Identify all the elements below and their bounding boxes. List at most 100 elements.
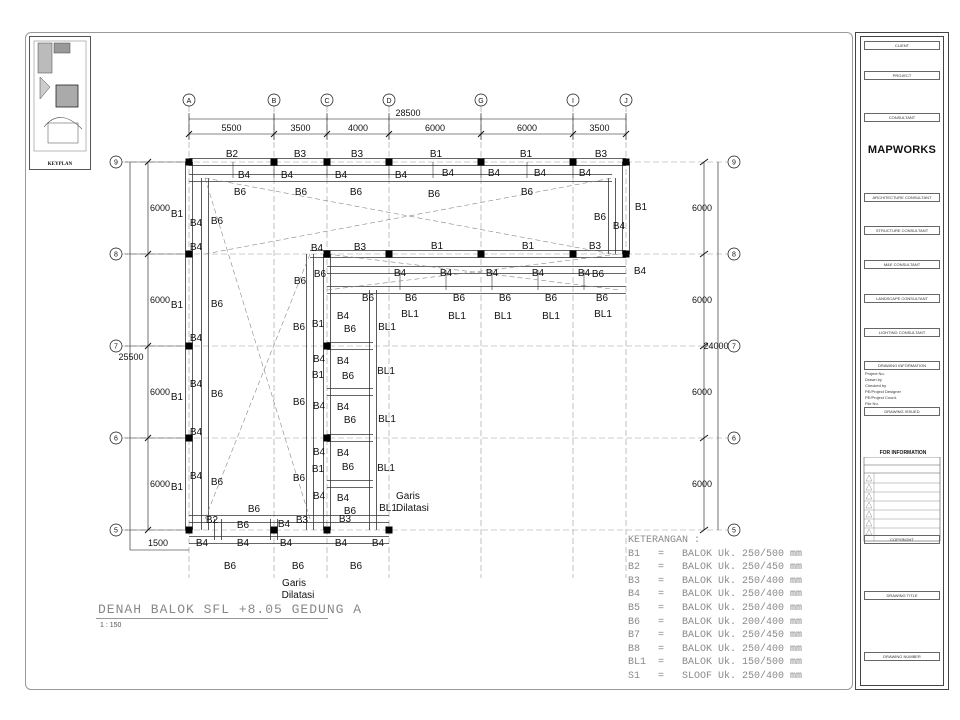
garis-label-bottom: Garis bbox=[282, 578, 306, 589]
beam-label: B6 bbox=[211, 299, 224, 310]
beam-label: B6 bbox=[211, 389, 224, 400]
beam-label: B1 bbox=[312, 370, 325, 381]
structural-column bbox=[185, 434, 193, 442]
tb-drawing-issued: DRAWING ISSUED bbox=[864, 407, 940, 416]
grid-bubble-col bbox=[382, 93, 396, 107]
grid-label-col: A bbox=[187, 98, 192, 105]
structural-column bbox=[622, 250, 630, 258]
beam-label: B6 bbox=[294, 276, 307, 287]
structural-column bbox=[185, 526, 193, 534]
beam-label: B6 bbox=[224, 561, 237, 572]
dim-total-top: 28500 bbox=[395, 108, 420, 118]
grid-bubble-row-left bbox=[109, 523, 123, 537]
grid-bubble-col bbox=[619, 93, 633, 107]
grid-label-row-left: 9 bbox=[114, 160, 118, 167]
dim-top-segment: 4000 bbox=[348, 123, 368, 133]
tb-info-row: PE/Project Coord. bbox=[865, 395, 898, 400]
structural-column bbox=[185, 342, 193, 350]
beam-label: B3 bbox=[595, 149, 608, 160]
beam-label: B4 bbox=[190, 218, 203, 229]
beam-label: B4 bbox=[278, 519, 291, 530]
grid-bubble-row-left bbox=[109, 247, 123, 261]
beam-label: BL1 bbox=[494, 311, 512, 322]
structural-column bbox=[622, 158, 630, 166]
grid-label-col: J bbox=[624, 98, 628, 105]
dim-top-segment: 6000 bbox=[425, 123, 445, 133]
brand-logo: MAPWORKS bbox=[867, 144, 937, 156]
grid-label-col: B bbox=[272, 98, 277, 105]
structural-column bbox=[385, 526, 393, 534]
tb-info-row: PE/Project Designer bbox=[865, 389, 902, 394]
beam-label: B4 bbox=[196, 538, 209, 549]
beam-label: B6 bbox=[234, 187, 247, 198]
structural-column bbox=[323, 526, 331, 534]
structural-column bbox=[270, 526, 278, 534]
beam-label: B4 bbox=[372, 538, 385, 549]
beam-label: B4 bbox=[337, 356, 350, 367]
dim-slash bbox=[477, 130, 485, 138]
structural-column bbox=[385, 158, 393, 166]
grid-bubble-row-right bbox=[727, 523, 741, 537]
grid-label-col: D bbox=[386, 98, 391, 105]
dim-total-right: 24000 bbox=[703, 341, 728, 351]
bracing-line bbox=[204, 177, 613, 255]
grid-bubble-col bbox=[566, 93, 580, 107]
grid-label-col: I bbox=[572, 98, 574, 105]
tb-lighting: LIGHTING CONSULTANT bbox=[864, 328, 940, 337]
legend-row: B1 = BALOK Uk. 250/500 mm bbox=[628, 548, 803, 560]
plan-title: DENAH BALOK SFL +8.05 GEDUNG A bbox=[98, 602, 363, 617]
beam-label: B4 bbox=[395, 170, 408, 181]
beam-label: B4 bbox=[578, 268, 591, 279]
tb-copyright: COPYRIGHT bbox=[864, 535, 940, 544]
beam-label: B6 bbox=[293, 322, 306, 333]
beam-label: B1 bbox=[312, 319, 325, 330]
beam-label: B4 bbox=[394, 268, 407, 279]
keyplan-label: KEYPLAN bbox=[47, 162, 73, 167]
drawing-sheet-border bbox=[25, 32, 853, 690]
dim-slash bbox=[385, 130, 393, 138]
dim-slash bbox=[569, 130, 577, 138]
dim-slash-right bbox=[699, 434, 709, 442]
beam-label: B6 bbox=[350, 187, 363, 198]
tb-info-row: Project No. bbox=[865, 371, 885, 376]
beam-label: B1 bbox=[431, 241, 444, 252]
beam-label: B6 bbox=[545, 293, 558, 304]
grid-bubble-col bbox=[474, 93, 488, 107]
beam-label: B3 bbox=[351, 149, 364, 160]
grid-label-row-right: 9 bbox=[732, 160, 736, 167]
structural-column bbox=[185, 158, 193, 166]
legend-row: B4 = BALOK Uk. 250/400 mm bbox=[628, 589, 803, 601]
beam-label: B4 bbox=[634, 266, 647, 277]
beam-label: B6 bbox=[592, 269, 605, 280]
structural-column bbox=[323, 158, 331, 166]
beam-label: B1 bbox=[171, 482, 184, 493]
dim-slash bbox=[323, 130, 331, 138]
beam-label: B4 bbox=[313, 354, 326, 365]
structural-column bbox=[270, 158, 278, 166]
beam-label: BL1 bbox=[379, 503, 397, 514]
grid-label-col: G bbox=[478, 98, 483, 105]
structural-column bbox=[569, 250, 577, 258]
grid-bubble-row-left bbox=[109, 431, 123, 445]
grid-bubble-col bbox=[320, 93, 334, 107]
dim-slash-right bbox=[699, 342, 709, 350]
beam-label: B4 bbox=[335, 538, 348, 549]
beam-label: B4 bbox=[190, 471, 203, 482]
beam-label: B6 bbox=[405, 293, 418, 304]
beam-label: B6 bbox=[342, 462, 355, 473]
beam-label: B4 bbox=[313, 401, 326, 412]
dim-right-segment: 6000 bbox=[692, 479, 712, 489]
tb-client: CLIENT bbox=[864, 41, 940, 50]
beam-label: B3 bbox=[354, 242, 367, 253]
beam-label: B4 bbox=[337, 402, 350, 413]
tb-info-row: Checked by bbox=[865, 383, 887, 388]
beam-label: B4 bbox=[337, 448, 350, 459]
dim-left-segment: 6000 bbox=[150, 295, 170, 305]
beam-label: B4 bbox=[190, 379, 203, 390]
dim-slash bbox=[185, 130, 193, 138]
dim-slash-right bbox=[699, 250, 709, 258]
grid-bubble-col bbox=[267, 93, 281, 107]
